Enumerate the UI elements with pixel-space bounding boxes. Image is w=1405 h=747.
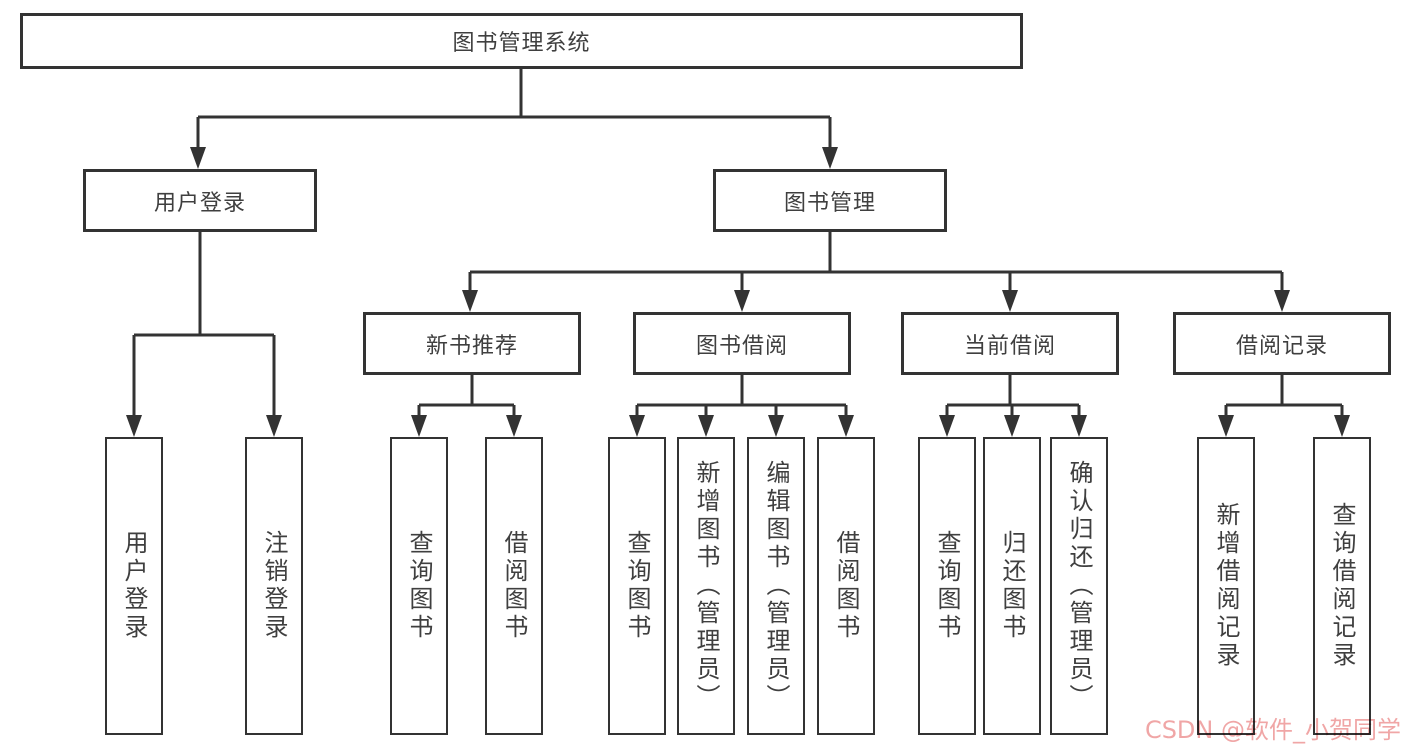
node-new-book-recommend: 新书推荐 [363,312,581,375]
node-label: 编辑图书（管理员） [762,460,790,712]
tree-branch-lines [132,69,1344,418]
node-label: 图书管理 [783,190,876,216]
node-book-management-system: 图书管理系统 [20,13,1023,69]
node-label: 查询图书 [405,530,433,642]
node-label: 借阅图书 [832,530,860,642]
node-label: 借阅记录 [1235,333,1328,359]
leaf-add-book-admin: 新增图书（管理员） [677,437,735,735]
leaf-return-books: 归还图书 [983,437,1041,735]
node-label: 新书推荐 [425,333,518,359]
leaf-user-login: 用户登录 [105,437,163,735]
csdn-watermark: CSDN @软件_小贺同学 [1144,716,1401,744]
leaf-query-books-recommend: 查询图书 [390,437,448,735]
leaf-borrow-books: 借阅图书 [817,437,875,735]
node-label: 查询图书 [933,530,961,642]
node-book-management: 图书管理 [713,169,947,232]
node-label: 当前借阅 [963,333,1056,359]
node-label: 注销登录 [260,530,288,642]
node-label: 查询图书 [623,530,651,642]
node-label: 用户登录 [120,530,148,642]
node-label: 用户登录 [153,190,246,216]
leaf-query-books-borrow: 查询图书 [608,437,666,735]
node-label: 确认归还（管理员） [1065,460,1093,712]
node-borrowing-records: 借阅记录 [1173,312,1391,375]
node-label: 新增借阅记录 [1212,502,1240,670]
leaf-confirm-return-admin: 确认归还（管理员） [1050,437,1108,735]
leaf-query-borrow-record: 查询借阅记录 [1313,437,1371,735]
leaf-edit-book-admin: 编辑图书（管理员） [747,437,805,735]
node-label: 归还图书 [998,530,1026,642]
arrowhead-icons [126,147,1350,437]
leaf-borrow-books-recommend: 借阅图书 [485,437,543,735]
node-label: 图书借阅 [695,333,788,359]
node-label: 图书管理系统 [452,31,591,56]
node-user-login: 用户登录 [83,169,317,232]
node-label: 新增图书（管理员） [692,460,720,712]
node-label: 查询借阅记录 [1328,502,1356,670]
leaf-add-borrow-record: 新增借阅记录 [1197,437,1255,735]
leaf-query-books-current: 查询图书 [918,437,976,735]
node-label: 借阅图书 [500,530,528,642]
leaf-logout: 注销登录 [245,437,303,735]
node-book-borrowing: 图书借阅 [633,312,851,375]
node-current-borrowing: 当前借阅 [901,312,1119,375]
